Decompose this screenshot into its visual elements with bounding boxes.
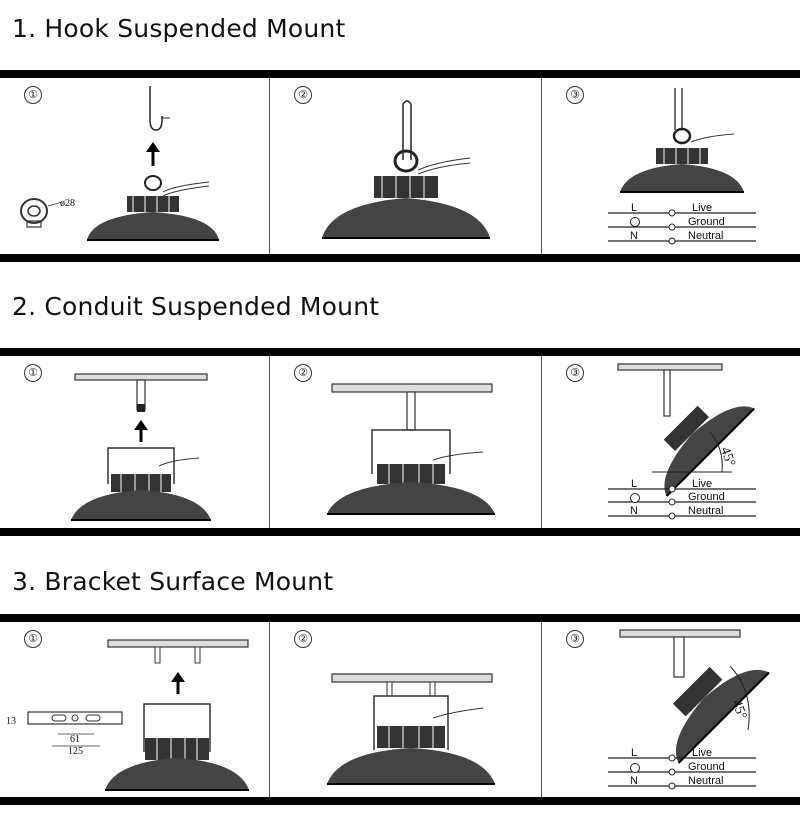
neutral-label: Neutral [688,230,723,242]
step-number: ③ [566,364,584,382]
section-title-conduit: 2. Conduit Suspended Mount [12,292,380,321]
hook-step-2: ② [270,78,541,254]
conduit-step-1: ① [0,356,269,528]
step-number: ② [294,364,312,382]
divider [269,356,270,528]
live-label: Live [692,202,712,214]
step-number: ② [294,630,312,648]
bracket-step-2: ② [270,622,541,797]
step-number: ① [24,630,42,648]
step-number: ③ [566,630,584,648]
live-code: L [631,202,637,214]
divider [269,78,270,254]
conduit-step-3-illustration: 45° L N Live Ground Neutral [608,363,756,520]
divider [541,622,542,797]
divider [269,622,270,797]
section-bottom-bar [0,797,800,805]
bracket-height-label: 13 [6,716,16,727]
section-title-hook: 1. Hook Suspended Mount [12,14,346,43]
divider [541,78,542,254]
bracket-step-3: ③ 45° L N Live Ground [542,622,800,797]
hole-spacing-label: 61 [70,734,80,745]
step-number: ① [24,364,42,382]
highbay-fixture [87,175,219,241]
neutral-code: N [630,505,638,517]
hook-mount-steps: ① ø28 [0,78,800,254]
section-bottom-bar [0,528,800,536]
neutral-code: N [630,230,638,242]
conduit-mount-steps: ① ② [0,356,800,528]
live-label: Live [692,478,712,490]
hook-step-3: ③ L [542,78,800,254]
bracket-mount-steps: ① 13 [0,622,800,797]
section-top-bar [0,348,800,356]
hook-step-1-illustration: ø28 [20,86,219,241]
section-title-bracket: 3. Bracket Surface Mount [12,567,334,596]
ground-label: Ground [688,491,725,503]
bracket-dimension-drawing: 13 61 125 [6,711,123,757]
bracket-step-1: ① 13 [0,622,269,797]
conduit-step-2-illustration [327,383,495,515]
hook-step-3-illustration: L N Live Ground Neutral [608,88,756,245]
section-top-bar [0,614,800,622]
ground-symbol-icon [630,763,640,773]
tilt-angle-label: 45° [728,698,749,722]
bracket-step-2-illustration [327,673,495,785]
step-number: ① [24,86,42,104]
hook-step-2-illustration [322,100,490,239]
tilt-angle-label: 45° [717,445,738,469]
neutral-code: N [630,775,638,787]
hook-diameter-label: ø28 [60,198,75,209]
ground-label: Ground [688,761,725,773]
bracket-step-3-illustration: 45° L N Live Ground Neutral [608,629,770,790]
step-number: ③ [566,86,584,104]
bracket-step-1-illustration: 13 61 125 [6,639,249,791]
neutral-label: Neutral [688,505,723,517]
ground-label: Ground [688,216,725,228]
live-code: L [631,747,637,759]
divider [541,356,542,528]
ground-symbol-icon [630,217,640,227]
conduit-step-1-illustration [71,373,211,521]
neutral-label: Neutral [688,775,723,787]
conduit-step-2: ② [270,356,541,528]
step-number: ② [294,86,312,104]
hook-step-1: ① ø28 [0,78,269,254]
live-label: Live [692,747,712,759]
wiring-legend: L N Live Ground Neutral [608,478,756,520]
wiring-legend: L N Live Ground Neutral [608,202,756,245]
bracket-length-label: 125 [68,746,83,757]
live-code: L [631,478,637,490]
wiring-legend: L N Live Ground Neutral [608,747,756,790]
section-bottom-bar [0,254,800,262]
section-top-bar [0,70,800,78]
ground-symbol-icon [630,493,640,503]
conduit-step-3: ③ 45° L N Live Gro [542,356,800,528]
